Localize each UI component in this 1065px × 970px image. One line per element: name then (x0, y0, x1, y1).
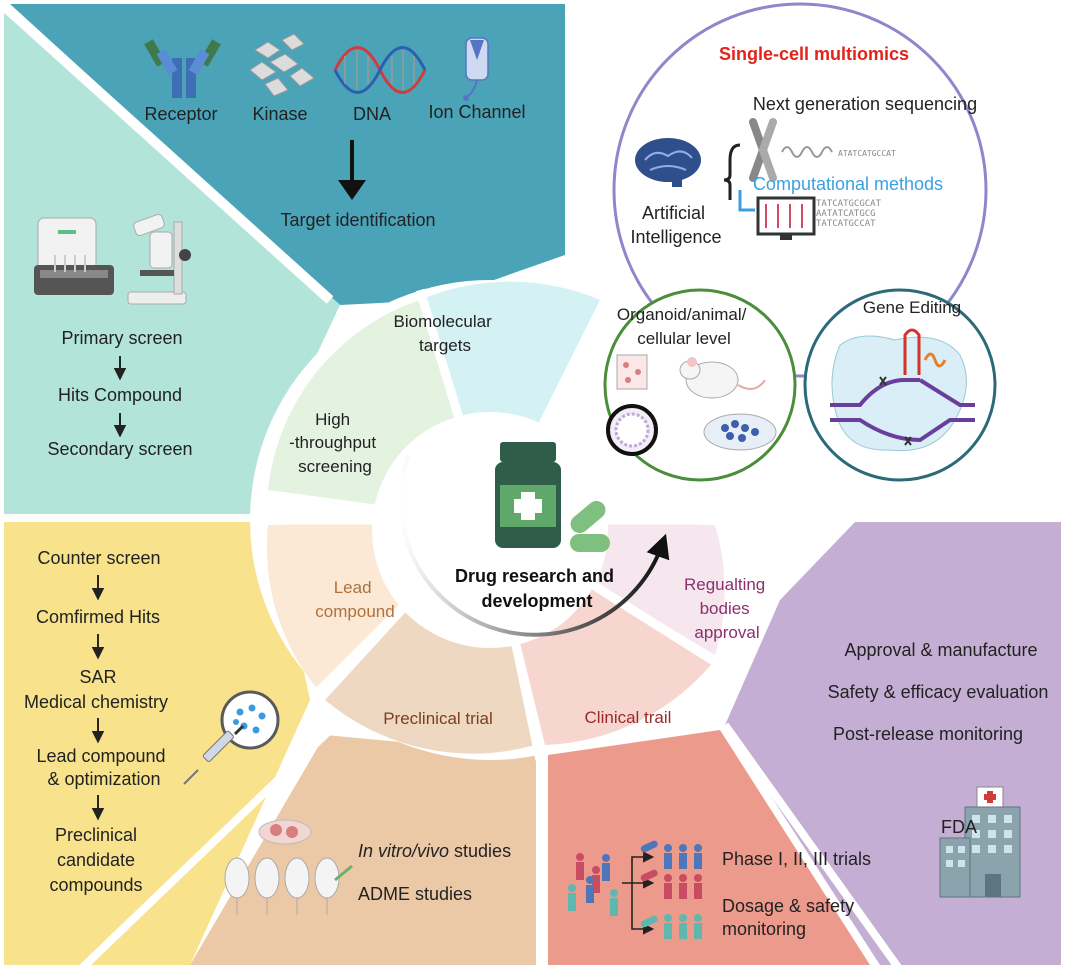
pill-icon (640, 840, 658, 928)
ion-channel-icon (463, 37, 489, 101)
mice-icon (224, 857, 340, 915)
receptor-icon (144, 39, 221, 98)
hospital-building-icon (939, 786, 1021, 898)
cell-dish-icon (703, 413, 777, 451)
counter-screen-label: Counter screen (37, 548, 160, 568)
blue-bracket-icon (738, 190, 755, 212)
separator-line (0, 2, 334, 304)
center-title: Drug research and development (455, 566, 619, 611)
secondary-screen-label: Secondary screen (47, 439, 192, 459)
gene-editing-label: Gene Editing (863, 298, 961, 317)
well-plate-icon (616, 354, 648, 390)
branch-arrows (622, 851, 655, 935)
wheel-hub (372, 412, 608, 648)
sequence-text-decoration: ATATCATGCCAT (838, 149, 896, 158)
wheel-label-preclinical: Preclinical trial (383, 709, 493, 728)
svg-text:TATCATGCGCAT: TATCATGCGCAT (816, 199, 882, 209)
preclinical-candidate-line2: candidate (57, 850, 135, 870)
sequence-lines-decoration: TATCATGCGCAT AATATCATGCG TATCATGCCAT (816, 199, 882, 229)
medicine-bottle-icon (495, 442, 561, 548)
fda-label: FDA (941, 817, 977, 837)
in-vitro-vivo-label: In vitro/vivo studies (358, 841, 511, 861)
separator-line (721, 722, 904, 970)
sar-label: SAR (79, 667, 116, 687)
mouse-icon (679, 357, 766, 399)
brain-icon (635, 138, 701, 187)
phase-trials-label: Phase I, II, III trials (722, 849, 871, 869)
dna-icon (333, 46, 427, 94)
multiomics-circle (612, 2, 988, 378)
microscope-icon (127, 213, 191, 305)
kinase-icon (249, 33, 315, 97)
lead-compound-label: Lead compound (36, 746, 165, 766)
clinical-panel (548, 730, 870, 965)
screening-machine-icon (34, 217, 114, 295)
chromosome-icon (749, 118, 777, 182)
ai-label: Artificial Intelligence (630, 203, 721, 247)
primary-screen-label: Primary screen (61, 328, 182, 348)
petri-dish-icon (258, 819, 312, 845)
confirmed-hits-label: Comfirmed Hits (36, 607, 160, 627)
medical-chemistry-label: Medical chemistry (24, 692, 168, 712)
svg-text:TATCATGCCAT: TATCATGCCAT (816, 219, 876, 229)
dosage-safety-line2: monitoring (722, 919, 806, 939)
people-group-icon (568, 853, 618, 916)
bracket-icon (723, 143, 741, 200)
syringe-icon (334, 864, 353, 882)
crispr-icon (830, 328, 975, 452)
multiomics-title: Single-cell multiomics (719, 44, 909, 64)
adme-label: ADME studies (358, 884, 472, 904)
ngs-label: Next generation sequencing (753, 94, 977, 114)
preclinical-candidate-line1: Preclinical (55, 825, 137, 845)
approval-manufacture-label: Approval & manufacture (844, 640, 1037, 660)
wheel-label-hts: High -throughput screening (289, 410, 381, 476)
phase-group-icons (664, 844, 702, 939)
wheel-label-clinical: Clinical trail (585, 708, 672, 727)
target-panel (10, 4, 565, 305)
kinase-label: Kinase (252, 104, 307, 124)
wheel-label-biomolecular: Biomolecular targets (394, 312, 497, 355)
target-identification-label: Target identification (280, 210, 435, 230)
post-release-label: Post-release monitoring (833, 724, 1023, 744)
organoid-label: Organoid/animal/ cellular level (617, 305, 751, 348)
computational-methods-label: Computational methods (753, 174, 943, 194)
ion-channel-label: Ion Channel (428, 102, 525, 122)
wheel-label-lead: Lead compound (315, 578, 394, 621)
svg-text:AATATCATGCG: AATATCATGCG (816, 209, 876, 219)
preclinical-candidate-line3: compounds (49, 875, 142, 895)
receptor-label: Receptor (144, 104, 217, 124)
wheel-segment-biomolecular (420, 281, 600, 520)
hits-compound-label: Hits Compound (58, 385, 182, 405)
optimization-label: & optimization (47, 769, 160, 789)
progress-arc-arrow (398, 454, 670, 637)
wheel-label-regulating: Regualting bodies approval (684, 575, 770, 642)
dosage-safety-line1: Dosage & safety (722, 896, 854, 916)
computer-monitor-icon (756, 196, 816, 240)
safety-efficacy-label: Safety & efficacy evaluation (828, 682, 1049, 702)
capsule-icon (570, 500, 610, 552)
down-arrow-head (338, 180, 366, 200)
syringe-icon (183, 724, 245, 785)
separator-line (77, 727, 333, 970)
dna-strand-icon (781, 146, 833, 158)
preclinical-panel (95, 735, 540, 965)
organoid-icon (606, 404, 658, 456)
dna-label: DNA (353, 104, 391, 124)
lead-panel (4, 522, 310, 965)
